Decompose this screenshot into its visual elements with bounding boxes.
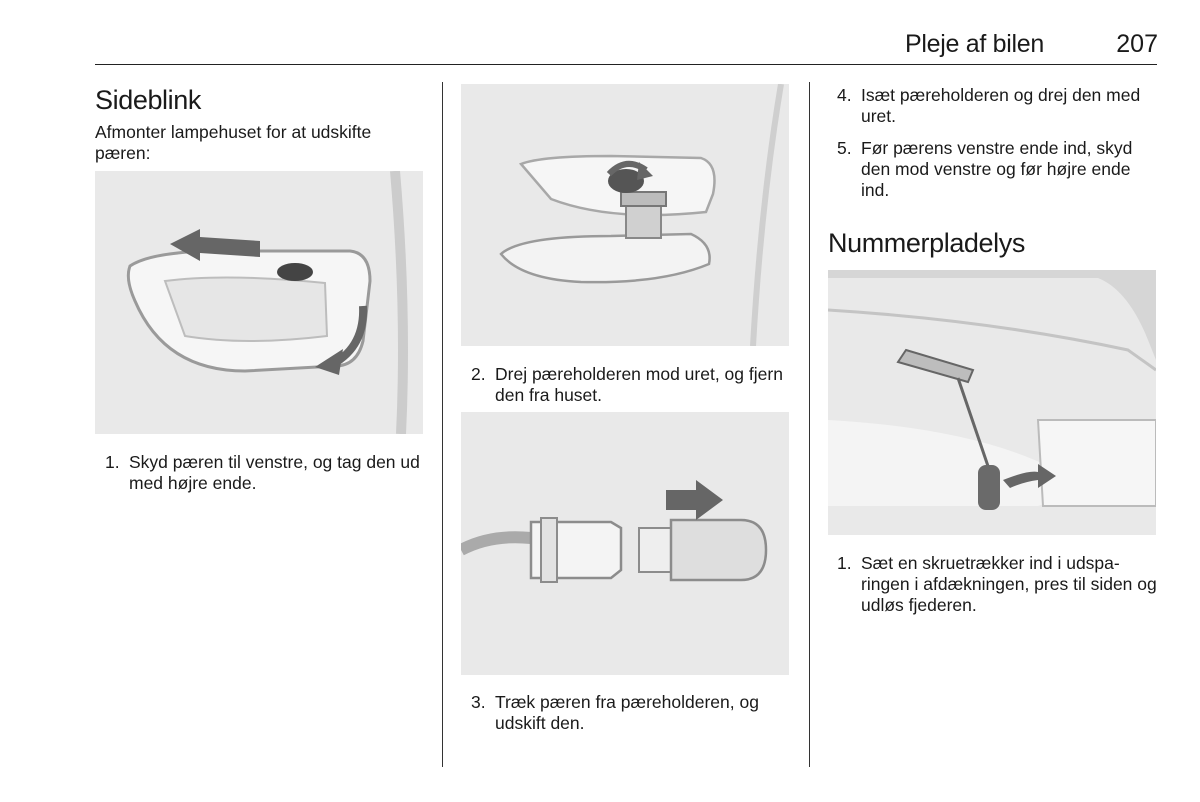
step-text: Træk pæren fra pæreholderen, og udskift … [495, 692, 759, 733]
step-text: Drej pæreholderen mod uret, og fjern den… [495, 364, 783, 405]
column-divider-left [442, 82, 443, 767]
intro-paragraph: Afmonter lampehuset for at udskifte pære… [95, 122, 372, 163]
figure-bulb-pull-out [461, 412, 789, 675]
column-divider-right [809, 82, 810, 767]
step-number: 2. [471, 364, 486, 384]
step-text: Før pærens venstre ende ind, skyd den mo… [861, 138, 1133, 200]
step-2-sideblink: 2. Drej pæreholderen mod uret, og fjern … [471, 364, 796, 406]
step-3-sideblink: 3. Træk pæren fra pæreholderen, og udski… [471, 692, 796, 734]
figure-side-indicator-removal [95, 171, 423, 434]
step-number: 1. [837, 553, 852, 573]
step-number: 4. [837, 85, 852, 105]
header-rule [95, 64, 1157, 65]
step-number: 1. [105, 452, 120, 472]
step-1-nummerpladelys: 1. Sæt en skruetrækker ind i udspa­ringe… [837, 553, 1162, 616]
page-number: 207 [1116, 30, 1158, 58]
step-number: 3. [471, 692, 486, 712]
step-4-sideblink: 4. Isæt pæreholderen og drej den med ure… [837, 85, 1162, 127]
step-text: Skyd pæren til venstre, og tag den ud me… [129, 452, 420, 493]
step-text: Isæt pæreholderen og drej den med uret. [861, 85, 1141, 126]
figure-bulb-holder-rotate [461, 84, 789, 346]
step-5-sideblink: 5. Før pærens venstre ende ind, skyd den… [837, 138, 1162, 201]
figure-license-plate-light [828, 270, 1156, 535]
step-number: 5. [837, 138, 852, 158]
step-text: Sæt en skruetrækker ind i udspa­ringen i… [861, 553, 1157, 615]
section-heading-nummerpladelys: Nummerpladelys [828, 228, 1025, 258]
step-1-sideblink: 1. Skyd pæren til venstre, og tag den ud… [105, 452, 430, 494]
running-header-section: Pleje af bilen [905, 30, 1044, 58]
section-heading-sideblink: Sideblink [95, 85, 201, 115]
